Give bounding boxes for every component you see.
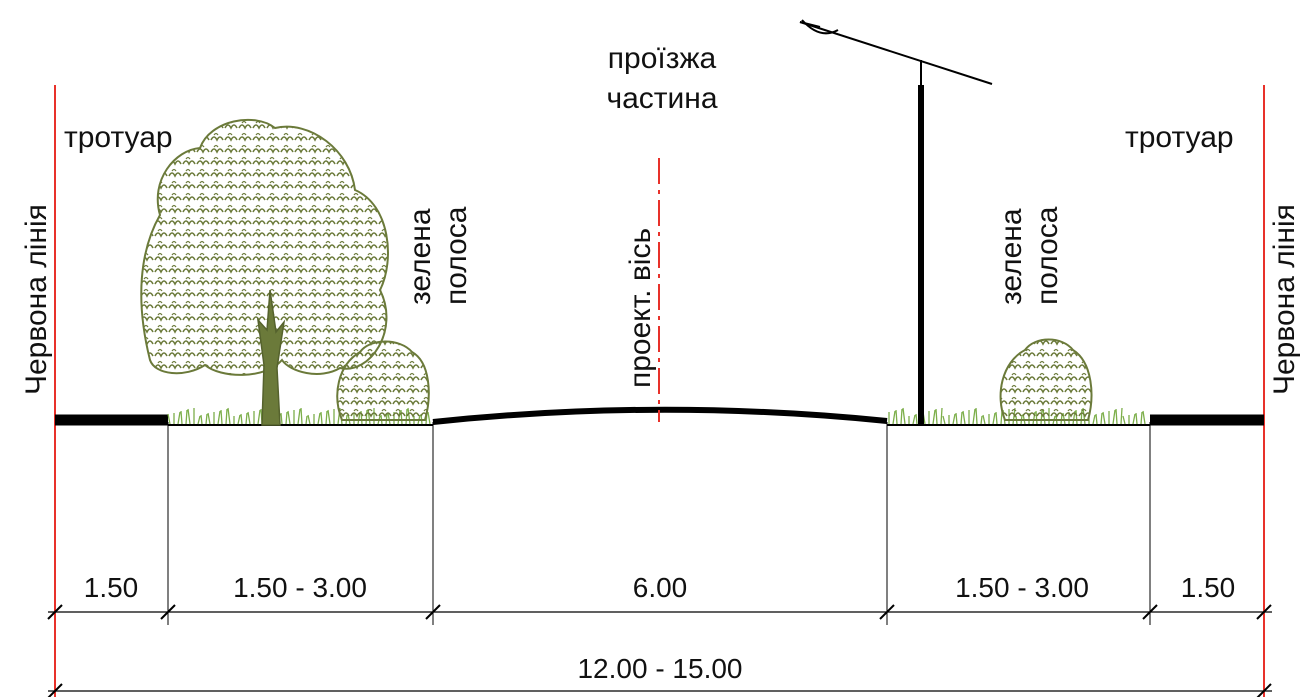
dimension-tick (160, 604, 176, 620)
green-strip-label-right-2: полоса (1031, 206, 1064, 305)
dimension-green-left: 1.50 - 3.00 (233, 572, 367, 603)
green-strip-label-right-1: зелена (995, 208, 1028, 305)
deciduous-tree-icon (140, 118, 389, 426)
dimension-ticks (47, 604, 1272, 697)
dimension-tick (425, 604, 441, 620)
sidewalk-label-right: тротуар (1125, 121, 1234, 154)
red-line-label-left: Червона лінія (20, 204, 53, 395)
dimension-tick (1256, 604, 1272, 620)
street-lamp-icon (799, 19, 993, 425)
dimension-tick (47, 604, 63, 620)
design-axis-label: проект. вісь (624, 228, 657, 388)
dimension-sidewalk-left: 1.50 (84, 572, 139, 603)
dimension-carriageway: 6.00 (633, 572, 688, 603)
dimension-sidewalk-right: 1.50 (1181, 572, 1236, 603)
carriageway-label-1: проїзжа (608, 42, 717, 75)
sidewalk-label-left: тротуар (64, 121, 173, 154)
dimension-tick (879, 604, 895, 620)
dimension-tick (1142, 604, 1158, 620)
dimension-green-right: 1.50 - 3.00 (955, 572, 1089, 603)
red-line-label-right: Червона лінія (1268, 204, 1301, 395)
green-strip-label-left-2: полоса (440, 206, 473, 305)
dimension-tick (47, 683, 63, 697)
shrub-icon (336, 340, 430, 421)
carriageway-label-2: частина (606, 82, 717, 115)
tree-trunk (256, 289, 286, 426)
extension-lines (167, 422, 1151, 625)
green-strip-label-left-1: зелена (404, 208, 437, 305)
shrub-icon (999, 338, 1093, 421)
dimension-tick (1256, 683, 1272, 697)
carriageway-surface (432, 406, 888, 425)
dimension-total: 12.00 - 15.00 (577, 653, 742, 684)
